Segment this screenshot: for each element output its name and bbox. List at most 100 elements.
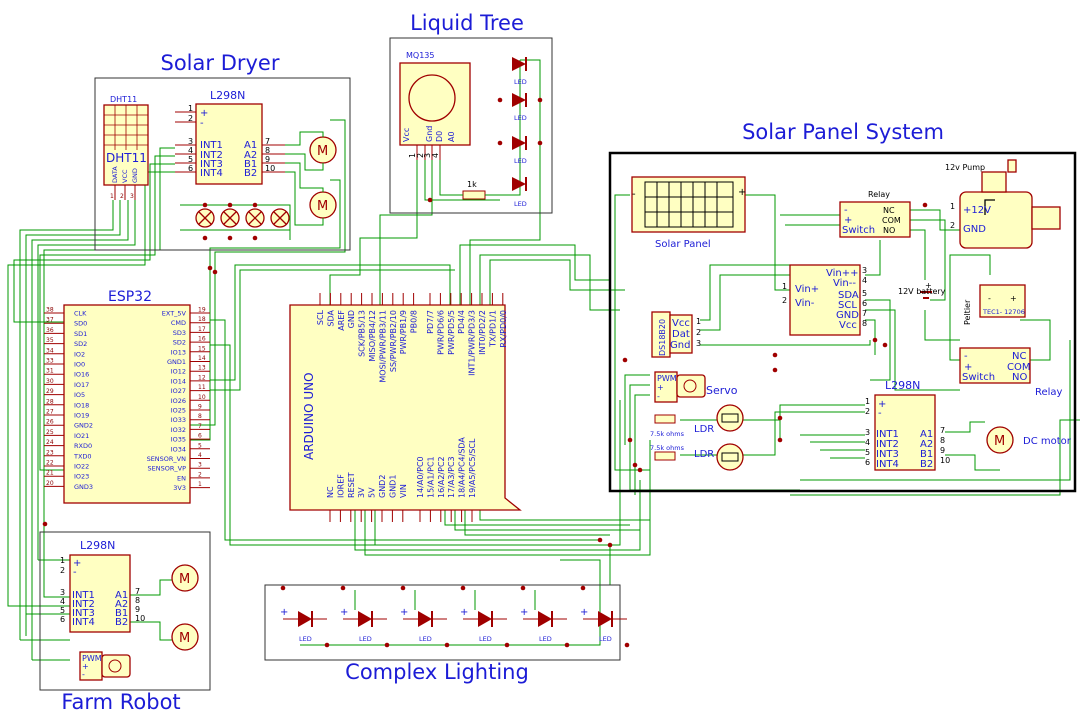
svg-text:10: 10 [265,164,275,173]
svg-text:4: 4 [60,597,65,606]
svg-text:B2: B2 [920,459,933,470]
esp32-right-pin-label: IO25 [171,407,186,415]
svg-text:5: 5 [60,606,65,615]
svg-text:INT2: INT2 [200,150,223,161]
svg-text:2: 2 [865,407,870,416]
esp32-left-pin-label: IO23 [74,473,89,481]
arduino-bottom-pin-label: 18/A4/PC4/SDA [458,437,467,498]
dc-motor: M DC motor [986,426,1072,454]
esp32-right-pin-label: CMD [171,319,186,327]
arduino-bottom-pin-label: IOREF [336,474,345,498]
arduino-top-pin-label: PWR/PD5/5 [447,310,456,355]
esp32-left-pin-label: RXD0 [74,442,92,450]
svg-text:2: 2 [120,193,124,200]
esp32-left-pin-num: 29 [46,388,54,395]
svg-text:-: - [988,294,991,303]
svg-text:+: + [340,607,348,618]
svg-text:NO: NO [1012,372,1027,383]
svg-text:2: 2 [188,114,193,123]
esp32-right-pin-num: 6 [198,433,202,440]
svg-text:LDR: LDR [694,449,714,460]
svg-text:+: + [844,215,852,226]
dryer-l298n-driver: L298N + - INT1 INT2 INT3 INT4 1 2 3 4 5 … [175,89,285,185]
arduino-top-pin-label: MISO/PB4/12 [368,310,377,362]
svg-text:-: - [82,670,85,679]
liquid-tree-title: Liquid Tree [410,11,524,35]
arduino-top-pin-label: TX/PD1/1 [488,310,497,348]
svg-text:INT3: INT3 [200,159,223,170]
esp32-left-pin-label: SD1 [74,330,87,338]
svg-text:8: 8 [940,436,945,445]
svg-text:L298N: L298N [210,89,245,102]
arduino-top-pin-label: SDA [326,309,335,326]
panel-servo: PWM + - Servo [654,371,738,403]
svg-text:A1: A1 [115,590,128,601]
svg-text:1k: 1k [467,180,477,189]
svg-text:VCC: VCC [121,169,129,183]
esp32-right-pin-num: 2 [198,471,202,478]
svg-text:Vcc: Vcc [672,318,690,329]
svg-text:GND: GND [963,224,986,235]
esp32-right-pin-num: 12 [198,374,206,381]
complex-lighting-title: Complex Lighting [345,660,529,684]
svg-text:M: M [179,572,190,587]
esp32-right-pin-num: 15 [198,345,206,352]
solar-panel-system-title: Solar Panel System [742,120,944,144]
svg-text:+: + [73,558,81,569]
esp32-left-pin-num: 22 [46,460,54,467]
svg-text:10: 10 [135,614,145,623]
esp32-left-pin-label: TXD0 [73,452,92,460]
svg-text:6: 6 [188,164,193,173]
farm-robot-title: Farm Robot [61,690,180,714]
svg-text:8: 8 [135,596,140,605]
esp32-left-pin-num: 25 [46,429,54,436]
robot-l298n-driver: L298N + - INT1 INT2 INT3 INT4 A1 A2 B1 B… [60,539,145,633]
esp32-right-pin-num: 13 [198,365,206,372]
svg-text:Servo: Servo [706,384,738,397]
svg-text:10: 10 [940,456,950,465]
svg-text:DHT11: DHT11 [110,95,137,104]
esp32-left-pin-label: IO17 [74,381,89,389]
esp32-left-pin-num: 31 [46,368,54,375]
arduino-bottom-pin-label: 5V [368,487,377,498]
esp32-right-pin-num: 7 [198,423,202,430]
esp32-left-pin-num: 35 [46,337,54,344]
esp32-left-pin-num: 38 [46,307,54,314]
robot-servo: PWM + - [42,521,131,681]
lighting-led: +LED [460,585,510,648]
lighting-led-label: LED [359,635,372,643]
svg-text:1: 1 [110,193,114,200]
svg-text:+: + [1010,294,1017,303]
dryer-motor-2: M [285,162,337,226]
svg-text:DC motor: DC motor [1023,436,1072,447]
svg-text:1: 1 [60,556,65,565]
lighting-led: +LED [520,585,570,648]
svg-text:Switch: Switch [842,225,875,236]
arduino-top-pin-label: GND [347,310,356,328]
esp32-right-pin-label: SD2 [173,339,186,347]
peltier-relay: - + Switch NC COM NO Relay [959,347,1063,398]
arduino-top-pin-label: RX/PD0/0 [499,310,508,348]
svg-text:D0: D0 [435,131,444,142]
svg-text:LED: LED [514,157,527,165]
svg-text:INT3: INT3 [876,449,899,460]
svg-text:1: 1 [408,153,417,158]
svg-text:+: + [580,607,588,618]
svg-text:2: 2 [416,153,425,158]
esp32-left-pin-label: IO18 [74,401,89,409]
svg-text:INT1: INT1 [72,590,95,601]
svg-text:+: + [657,383,664,392]
svg-text:Dat: Dat [672,329,690,340]
svg-text:+: + [925,281,932,290]
svg-text:NC: NC [1012,351,1026,362]
svg-text:-: - [964,351,968,362]
esp32-left-pin-label: IO0 [74,361,85,369]
esp32-right-pin-label: IO35 [171,436,186,444]
svg-text:7: 7 [135,587,140,596]
svg-text:3: 3 [130,193,134,200]
panel-l298n-driver: L298N + - INT1 INT2 INT3 INT4 A1 A2 B1 B… [865,379,950,471]
svg-text:INT1: INT1 [876,429,899,440]
arduino-top-pin-label: MOSI/PWR/PB3/11 [378,310,387,383]
peltier-module: - + TEC1- 12706 Peltier [963,284,1026,325]
ldr-sensors: LDR LDR 7.5k ohms 7.5k ohms [650,404,744,471]
